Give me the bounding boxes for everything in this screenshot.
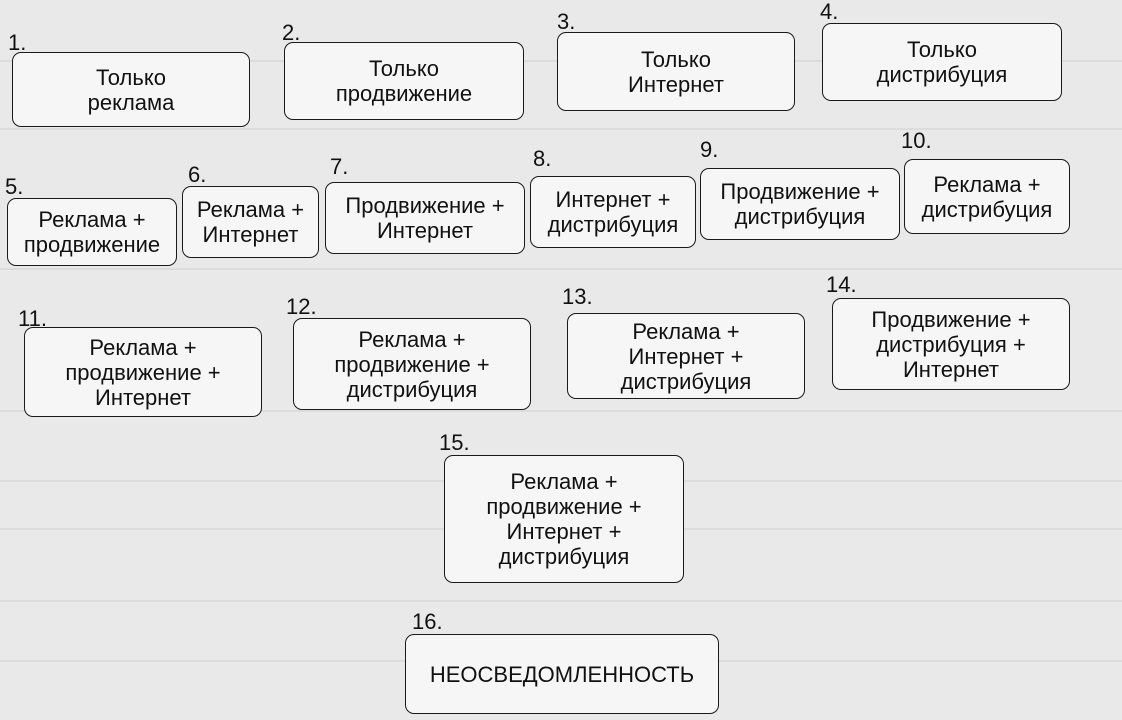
box-15-line-1: Реклама +	[510, 469, 618, 494]
box-14-line-1: Продвижение +	[871, 306, 1031, 332]
box-5-line-2: продвижение	[23, 232, 161, 257]
box-9-promotion-distribution: Продвижение + дистрибуция	[700, 168, 900, 240]
box-1-only-advertising: Только реклама	[12, 52, 250, 127]
box-8-line-1: Интернет +	[555, 187, 671, 212]
box-3-line-2: Интернет	[628, 71, 724, 97]
box-number-3: 3.	[557, 9, 576, 34]
box-12-line-2: продвижение +	[334, 351, 490, 377]
box-6-advertising-internet: Реклама + Интернет	[182, 186, 319, 258]
box-6-line-2: Интернет	[202, 222, 299, 247]
box-number-9: 9.	[700, 137, 719, 162]
box-number-4: 4.	[820, 0, 839, 24]
box-8-internet-distribution: Интернет + дистрибуция	[530, 176, 696, 248]
box-12-line-1: Реклама +	[358, 326, 466, 352]
box-2-line-1: Только	[369, 56, 439, 81]
box-15-line-4: дистрибуция	[498, 544, 630, 569]
box-12-advertising-promotion-distribution: Реклама + продвижение + дистрибуция	[293, 318, 531, 410]
box-8-line-2: дистрибуция	[547, 212, 679, 237]
box-5-advertising-promotion: Реклама + продвижение	[7, 198, 177, 266]
box-11-advertising-promotion-internet: Реклама + продвижение + Интернет	[24, 327, 262, 417]
box-15-line-2: продвижение +	[486, 494, 642, 519]
box-10-line-2: дистрибуция	[921, 196, 1053, 222]
box-number-6: 6.	[188, 162, 207, 187]
box-number-12: 12.	[286, 294, 317, 319]
box-1-line-1: Только	[96, 64, 166, 90]
box-9-line-2: дистрибуция	[734, 204, 866, 229]
box-number-11: 11.	[18, 306, 47, 331]
box-13-advertising-internet-distribution: Реклама + Интернет + дистрибуция	[567, 313, 805, 399]
box-14-line-3: Интернет	[902, 356, 999, 382]
box-number-2: 2.	[282, 20, 301, 45]
box-5-line-1: Реклама +	[38, 207, 146, 232]
box-11-line-1: Реклама +	[89, 334, 197, 360]
box-11-line-2: продвижение +	[65, 359, 221, 385]
box-1-line-2: реклама	[87, 89, 175, 115]
box-4-line-2: дистрибуция	[876, 62, 1008, 87]
box-16-line-1: НЕОСВЕДОМЛЕННОСТЬ	[429, 661, 695, 687]
box-number-7: 7.	[330, 154, 349, 179]
box-12-line-3: дистрибуция	[346, 376, 478, 402]
box-number-13: 13.	[562, 284, 593, 309]
box-3-line-1: Только	[641, 46, 711, 72]
box-14-line-2: дистрибуция +	[876, 331, 1026, 357]
box-6-line-1: Реклама +	[196, 197, 305, 222]
box-number-14: 14.	[826, 272, 857, 297]
box-11-line-3: Интернет	[95, 384, 191, 410]
box-number-16: 16.	[412, 609, 443, 634]
box-13-line-1: Реклама +	[632, 318, 740, 344]
box-13-line-2: Интернет +	[628, 343, 744, 369]
box-number-15: 15.	[439, 430, 470, 455]
box-2-line-2: продвижение	[335, 81, 473, 106]
box-13-line-3: дистрибуция	[620, 368, 752, 394]
box-3-only-internet: Только Интернет	[557, 32, 795, 111]
box-9-line-1: Продвижение +	[720, 179, 880, 204]
box-number-5: 5.	[5, 174, 24, 199]
box-7-line-2: Интернет	[376, 218, 473, 243]
box-7-promotion-internet: Продвижение + Интернет	[325, 182, 525, 254]
box-15-all-four: Реклама + продвижение + Интернет + дистр…	[444, 455, 684, 583]
box-4-only-distribution: Только дистрибуция	[822, 23, 1062, 101]
box-4-line-1: Только	[907, 37, 977, 62]
box-10-advertising-distribution: Реклама + дистрибуция	[904, 159, 1070, 234]
box-number-8: 8.	[533, 146, 552, 171]
box-16-unawareness: НЕОСВЕДОМЛЕННОСТЬ	[405, 634, 719, 714]
box-2-only-promotion: Только продвижение	[284, 42, 524, 120]
box-number-1: 1.	[8, 30, 27, 55]
box-14-promotion-distribution-internet: Продвижение + дистрибуция + Интернет	[832, 298, 1070, 390]
box-number-10: 10.	[901, 128, 932, 153]
box-15-line-3: Интернет +	[506, 519, 622, 544]
box-10-line-1: Реклама +	[933, 171, 1041, 197]
box-7-line-1: Продвижение +	[345, 193, 505, 218]
